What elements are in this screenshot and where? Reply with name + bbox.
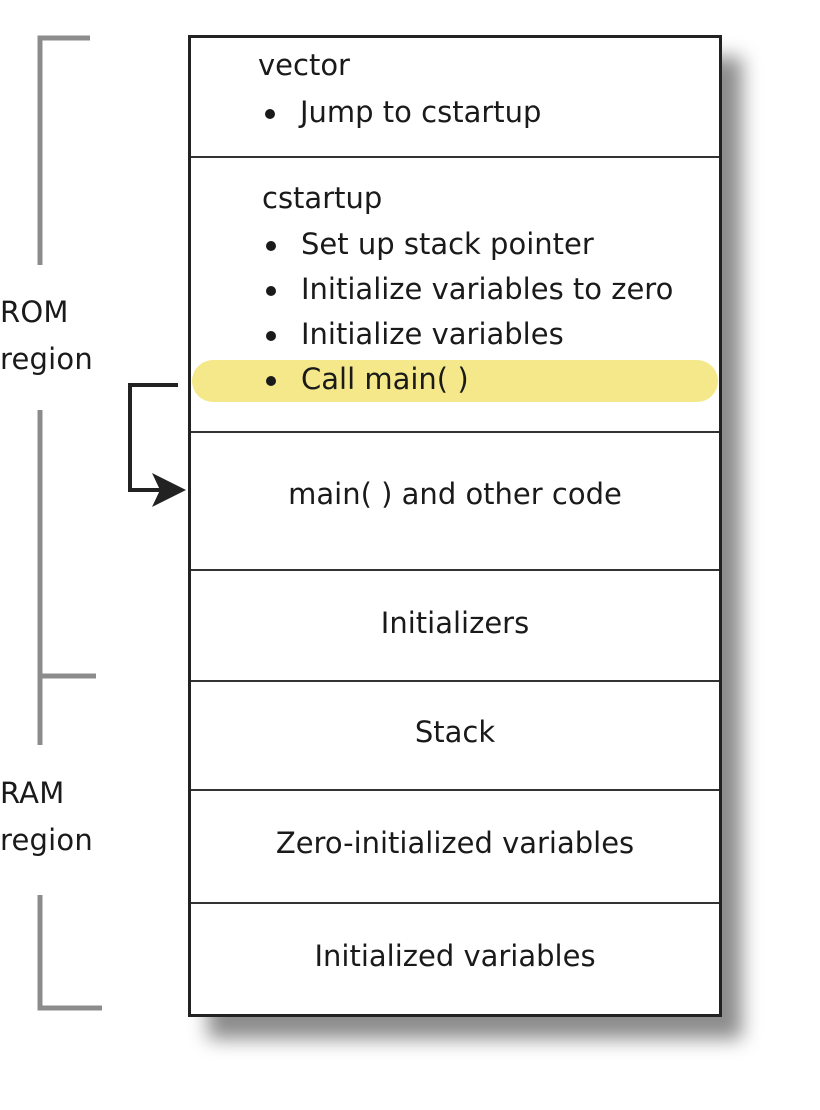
section-stack: Stack — [191, 682, 719, 791]
rom-region-label: ROM region — [0, 289, 93, 383]
section-zero-init: Zero-initialized variables — [191, 791, 719, 904]
call-main-arrow — [128, 383, 186, 507]
memory-map: vector Jump to cstartup cstartup main( )… — [188, 35, 722, 1017]
initializers-label: Initializers — [380, 606, 530, 640]
vector-bullet: Jump to cstartup — [258, 90, 541, 135]
zero-init-label: Zero-initialized variables — [275, 826, 635, 860]
vector-title: vector — [258, 48, 350, 82]
call-main-highlight — [192, 360, 718, 402]
section-vector: vector Jump to cstartup — [191, 38, 719, 158]
ram-label-line1: RAM — [0, 776, 65, 810]
section-cstartup: cstartup — [191, 158, 719, 433]
rom-label-line2: region — [0, 342, 93, 376]
init-vars-label: Initialized variables — [314, 939, 596, 973]
ram-bracket — [37, 676, 102, 1011]
section-main-code: main( ) and other code — [191, 433, 719, 571]
stack-label: Stack — [414, 715, 496, 749]
main-code-label: main( ) and other code — [288, 477, 622, 511]
cstartup-bullet-zero-init: Initialize variables to zero — [259, 267, 673, 312]
cstartup-bullet-stack-pointer: Set up stack pointer — [259, 222, 673, 267]
cstartup-bullets: Set up stack pointer Initialize variable… — [259, 222, 673, 402]
cstartup-bullet-init-vars: Initialize variables — [259, 312, 673, 357]
section-init-vars: Initialized variables — [191, 904, 719, 1017]
ram-label-line2: region — [0, 823, 93, 857]
cstartup-bullet-call-main: Call main( ) — [259, 357, 673, 402]
section-initializers: Initializers — [191, 571, 719, 682]
vector-bullets: Jump to cstartup — [258, 90, 541, 135]
rom-label-line1: ROM — [0, 295, 69, 329]
cstartup-title: cstartup — [262, 181, 383, 215]
ram-region-label: RAM region — [0, 770, 93, 864]
